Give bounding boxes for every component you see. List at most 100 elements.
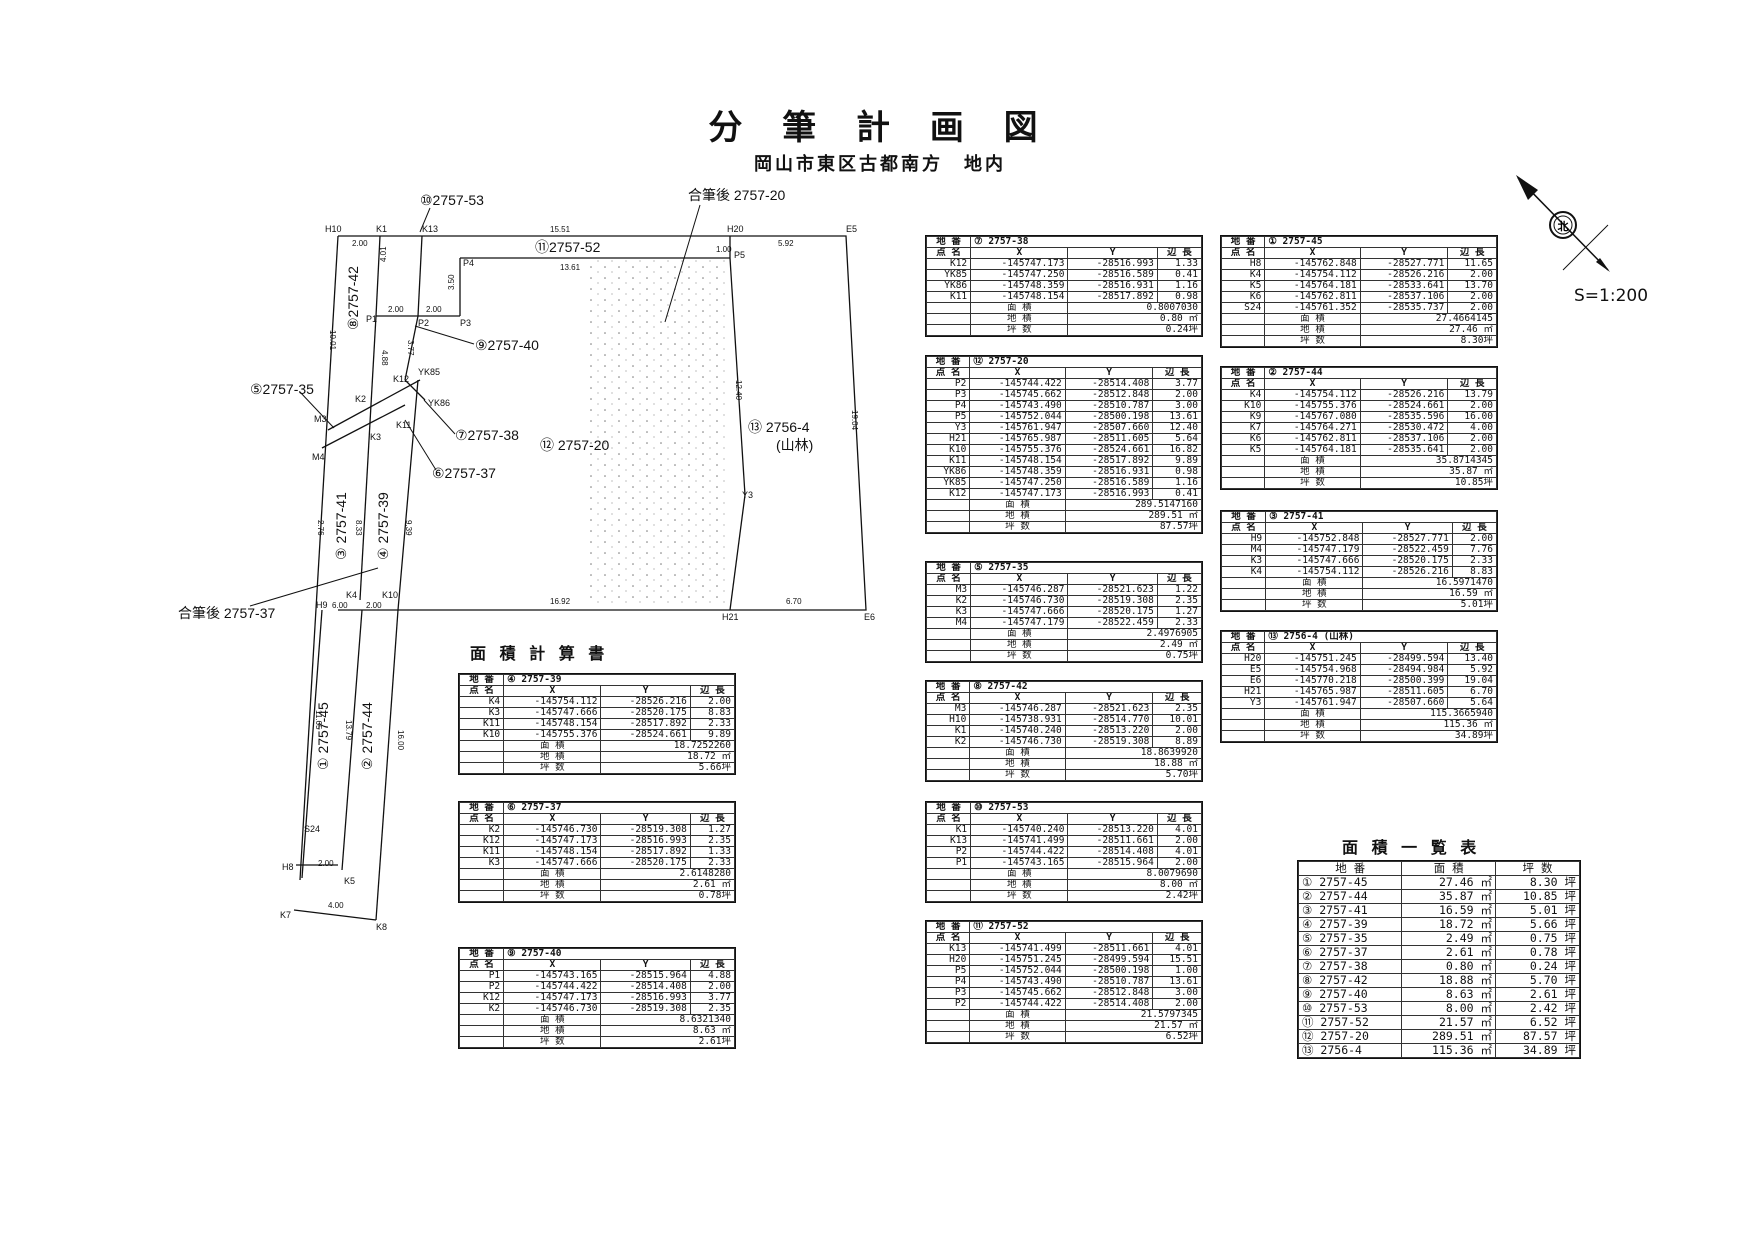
lot-label: ⑫ 2757-20: [540, 437, 609, 453]
cell: H21: [925, 433, 971, 445]
col-header: X: [1264, 247, 1361, 259]
cell: K1: [925, 824, 972, 836]
cell: -28526.216: [1359, 269, 1449, 281]
distance-label: 16.00: [396, 730, 405, 751]
distance-label: 19.04: [850, 410, 859, 431]
cell: 6.52坪: [1064, 1031, 1203, 1043]
cell: -28522.459: [1362, 544, 1453, 556]
cell: -28511.605: [1359, 686, 1449, 698]
point-label: K8: [376, 922, 387, 932]
cell: -145751.245: [1264, 653, 1361, 665]
col-header: 辺 長: [1152, 692, 1202, 704]
cell: 21.57 ㎡: [1064, 1020, 1203, 1032]
cell: H8: [1220, 258, 1266, 270]
cell: -145752.044: [969, 411, 1066, 423]
cell: 8.00 ㎡: [1401, 1001, 1496, 1016]
col-header: X: [1264, 642, 1361, 654]
cell: -28519.308: [600, 1003, 691, 1015]
cell: ⑪ 2757-52: [1297, 1015, 1403, 1030]
cell: 2.00: [1156, 857, 1203, 869]
col-header: 点 名: [1220, 247, 1266, 259]
cell: 面 積: [969, 1009, 1066, 1021]
cell: -145746.287: [970, 584, 1069, 596]
lot-number: ⑤ 2757-35: [970, 562, 1202, 574]
cell: -28517.892: [600, 846, 691, 858]
cell: -145747.173: [503, 992, 602, 1004]
col-header: 点 名: [925, 932, 971, 944]
point-label: K4: [346, 590, 357, 600]
point-label: K2: [355, 394, 366, 404]
cell: 坪 数: [969, 521, 1066, 533]
cell: 115.3665940: [1359, 708, 1498, 720]
cell: 16.82: [1152, 444, 1202, 456]
lot-label: (山林): [776, 437, 813, 453]
cell: 地 番: [925, 802, 972, 814]
cell: 2.00: [1451, 533, 1498, 545]
cell: 地 積: [970, 639, 1069, 651]
cell: ① 2757-45: [1297, 875, 1403, 890]
distance-label: 1.00: [716, 245, 732, 254]
cell: -28499.594: [1064, 954, 1154, 966]
point-label: YK86: [428, 398, 450, 408]
col-header: 坪 数: [1495, 861, 1580, 876]
distance-label: 15.51: [550, 225, 571, 234]
cell: -145747.179: [1265, 544, 1364, 556]
distance-label: 12.40: [734, 380, 743, 401]
cell: K4: [1220, 389, 1266, 401]
col-header: Y: [1064, 932, 1154, 944]
cell: 13.79: [1447, 389, 1497, 401]
cell: -28499.594: [1359, 653, 1449, 665]
distance-label: 4.01: [379, 246, 388, 262]
cell: 10.85 坪: [1495, 889, 1580, 904]
cell: 4.01: [1156, 846, 1203, 858]
col-header: 辺 長: [1447, 642, 1497, 654]
cell: 地 番: [925, 681, 971, 693]
cell: -145762.848: [1264, 258, 1361, 270]
cell: 2.00: [1447, 302, 1497, 314]
cell: P3: [925, 389, 971, 401]
point-label: H10: [325, 224, 342, 234]
distance-label: 3.50: [447, 274, 456, 290]
cell: 5.70坪: [1064, 769, 1203, 781]
cell: -145748.154: [969, 455, 1066, 467]
cell: 地 番: [925, 921, 971, 933]
cell: 2.42坪: [1067, 890, 1202, 902]
cell: 18.7252260: [600, 740, 735, 752]
col-header: 点 名: [925, 813, 972, 825]
distance-label: 9.39: [404, 520, 413, 536]
scale-label: S=1:200: [1574, 286, 1649, 306]
cell: 坪 数: [970, 890, 1069, 902]
cell: 2.00: [1447, 269, 1497, 281]
cell: 3.00: [1152, 400, 1202, 412]
cell: 地 積: [969, 758, 1066, 770]
cell: -145748.359: [969, 466, 1066, 478]
cell: -28519.308: [600, 824, 691, 836]
cell: 5.66坪: [600, 762, 735, 774]
cell: -28494.984: [1359, 664, 1449, 676]
col-header: X: [969, 367, 1066, 379]
cell: -145752.848: [1265, 533, 1364, 545]
cell: K2: [925, 595, 972, 607]
cell: 13.61: [1152, 976, 1202, 988]
col-header: X: [503, 959, 602, 971]
cell: 35.87 ㎡: [1401, 889, 1496, 904]
